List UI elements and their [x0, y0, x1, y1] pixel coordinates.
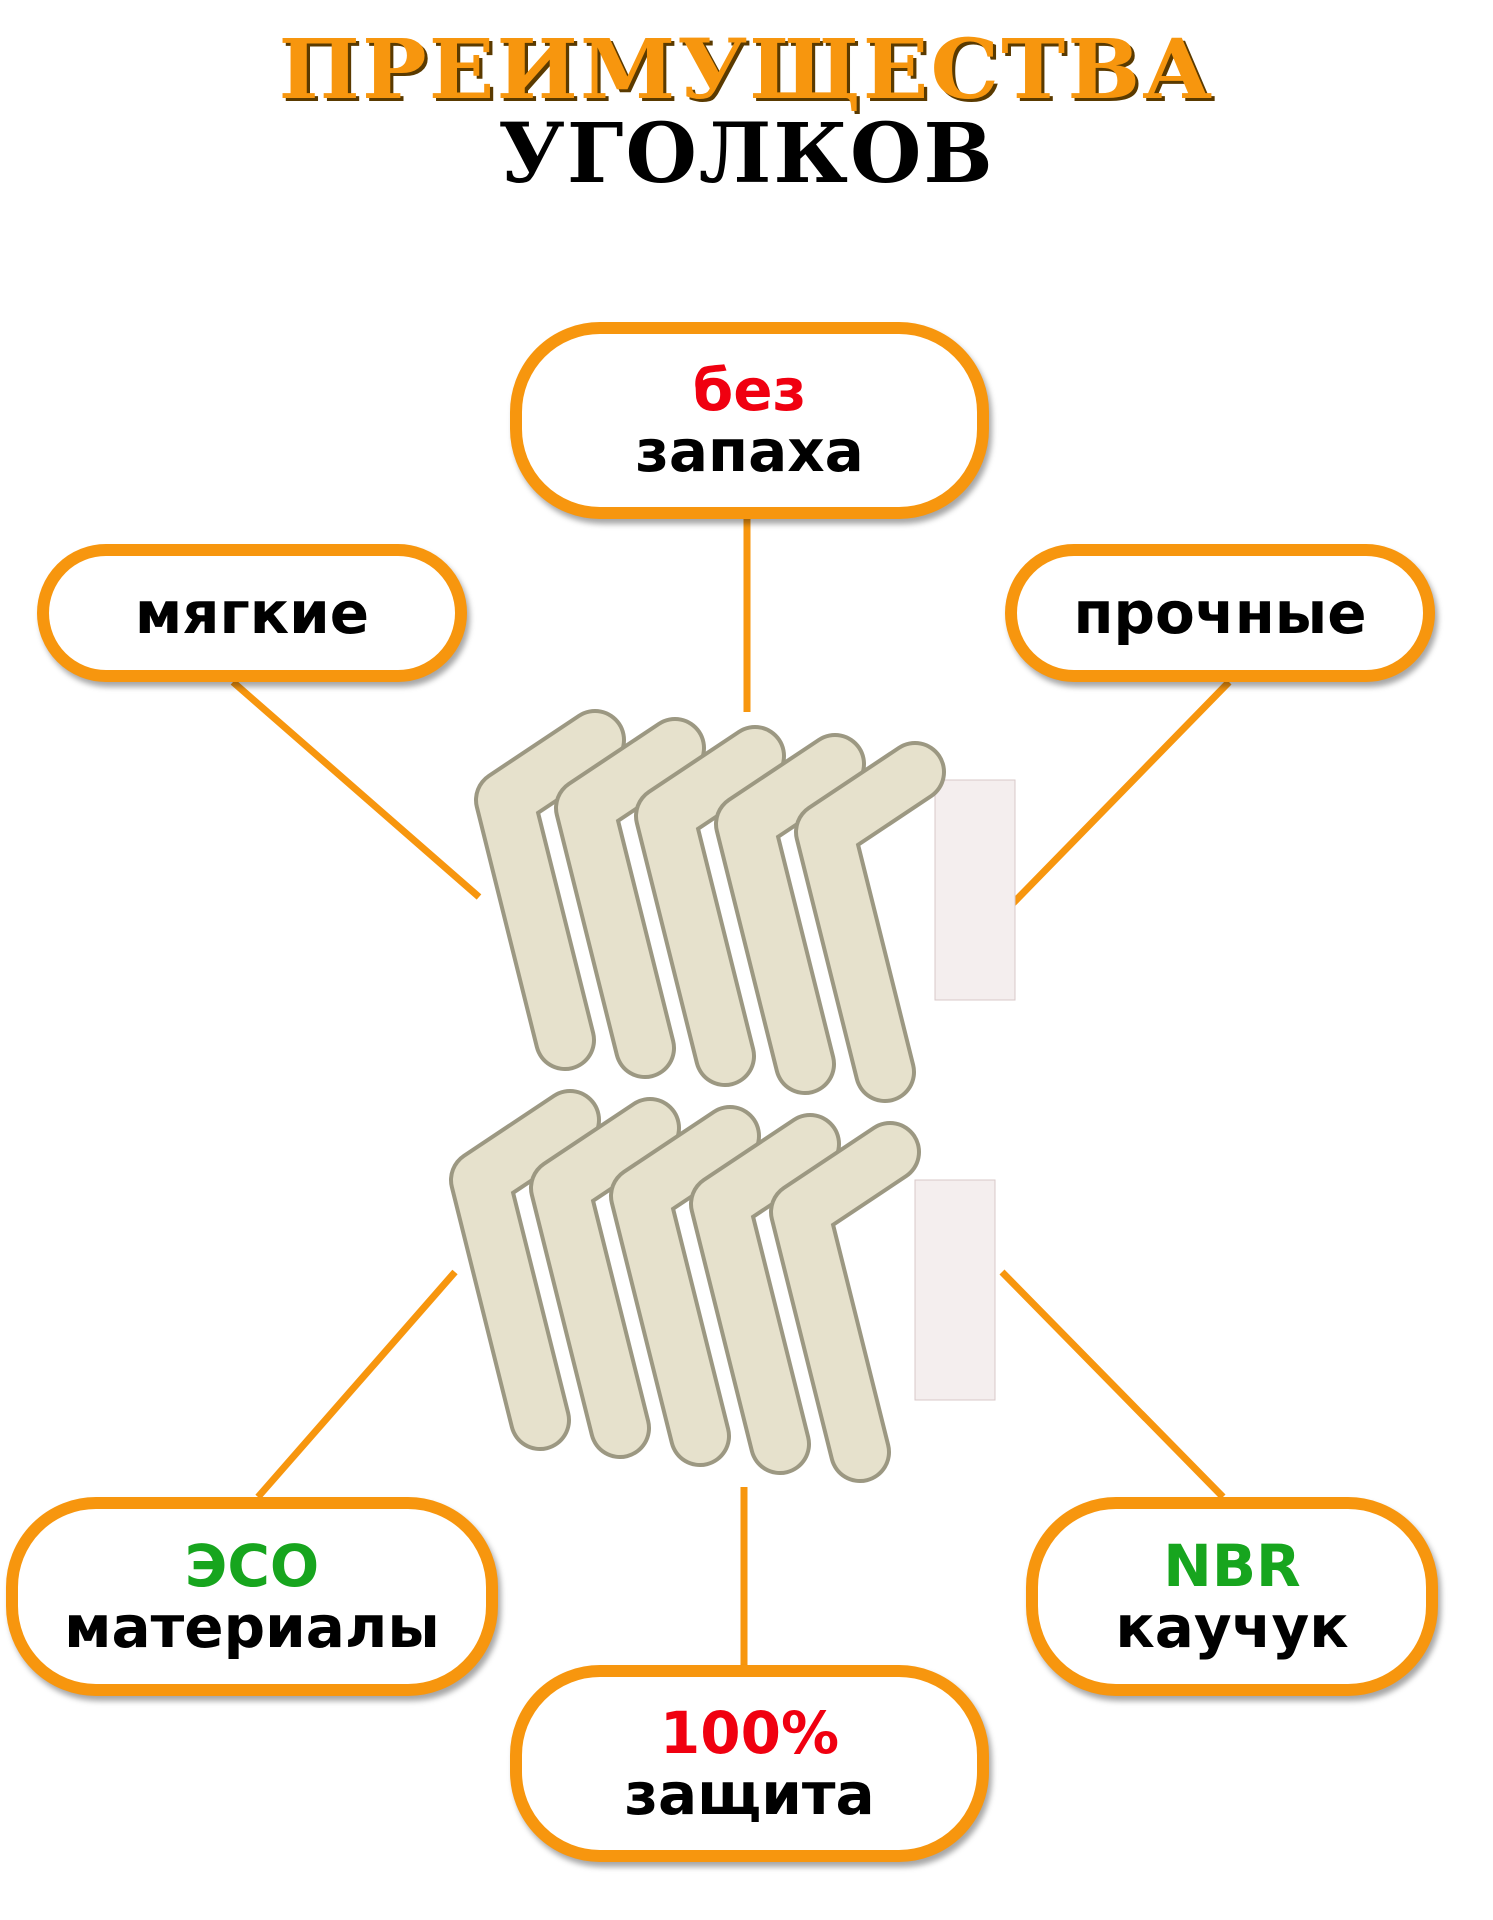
feature-protection: 100% защита — [510, 1665, 989, 1862]
feature-text: материалы — [64, 1592, 440, 1661]
corner-protectors-icon — [449, 709, 1016, 1483]
feature-nbr: NBR каучук — [1026, 1497, 1438, 1696]
feature-text: каучук — [1115, 1592, 1349, 1661]
feature-text: запаха — [635, 416, 864, 485]
feature-text: прочные — [1073, 578, 1367, 647]
adhesive-sticker — [934, 779, 1016, 1001]
feature-accent: без — [692, 355, 807, 424]
feature-text: защита — [624, 1759, 875, 1828]
connector-bottom-left — [255, 1269, 458, 1500]
feature-text: мягкие — [134, 578, 370, 647]
feature-soft: мягкие — [37, 544, 467, 682]
connector-right — [980, 679, 1232, 937]
adhesive-sticker — [914, 1179, 996, 1401]
feature-eco: ЭCO материалы — [6, 1497, 498, 1696]
connector-bottom-right — [999, 1269, 1226, 1500]
connector-left — [230, 679, 482, 900]
title-line-2: УГОЛКОВ — [498, 106, 995, 202]
feature-accent: ЭCO — [184, 1531, 320, 1600]
title-line-1: ПРЕИМУЩЕСТВА — [278, 22, 1215, 118]
feature-accent: NBR — [1163, 1531, 1301, 1600]
feature-no-odor: без запаха — [510, 322, 989, 519]
feature-accent: 100% — [659, 1698, 840, 1767]
feature-durable: прочные — [1005, 544, 1435, 682]
